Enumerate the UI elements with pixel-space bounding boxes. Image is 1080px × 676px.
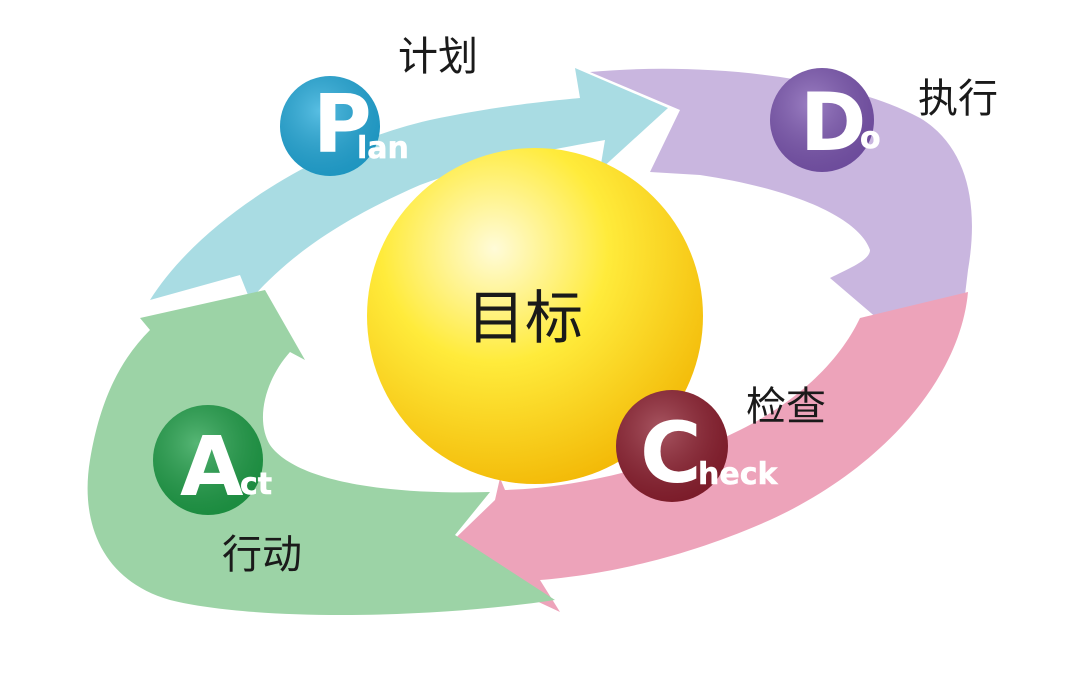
plan-badge: P lan — [280, 76, 409, 176]
center-label: 目标 — [467, 284, 583, 352]
act-arrow — [87, 290, 555, 615]
act-rest: ct — [240, 467, 272, 502]
plan-rest: lan — [357, 131, 409, 166]
act-initial: A — [180, 420, 244, 515]
check-badge: C heck — [616, 390, 779, 502]
act-label: 行动 — [222, 532, 302, 578]
plan-label: 计划 — [398, 34, 478, 80]
act-badge: A ct — [153, 405, 272, 515]
check-label: 检查 — [746, 384, 826, 430]
check-rest: heck — [698, 457, 778, 492]
do-arrow — [590, 68, 972, 326]
do-label: 执行 — [918, 76, 998, 122]
goal-sphere: 目标 — [367, 148, 703, 484]
plan-initial: P — [313, 78, 372, 171]
do-badge: D o — [770, 68, 881, 172]
plan-arrow — [150, 68, 668, 300]
do-rest: o — [860, 121, 881, 156]
do-initial: D — [800, 76, 866, 169]
check-initial: C — [640, 404, 702, 502]
